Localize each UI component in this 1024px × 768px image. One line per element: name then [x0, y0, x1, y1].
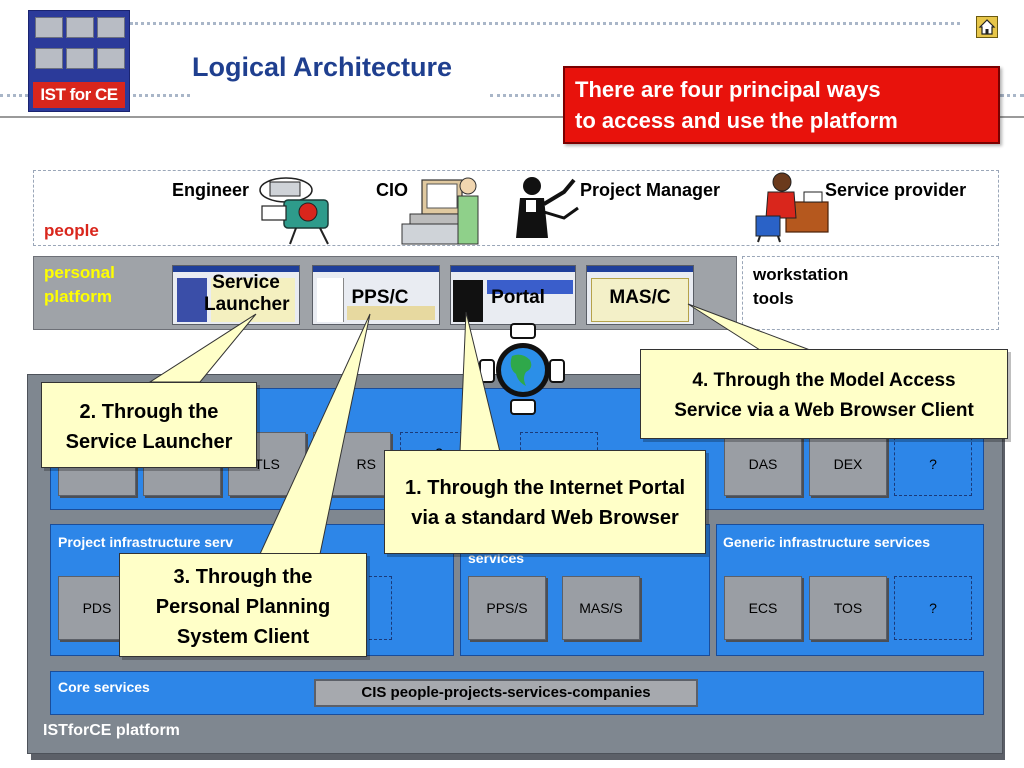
header-dotted-rule-mid: [490, 94, 560, 97]
pps-client-label: PPS/C: [351, 287, 409, 308]
pointer-callout-2: [148, 313, 257, 383]
service-pps-s[interactable]: PPS/S: [468, 576, 546, 640]
service-mas-s[interactable]: MAS/S: [562, 576, 640, 640]
service-provider-illustration: [755, 172, 829, 243]
header-dotted-rule-top: [130, 22, 960, 25]
callout-2-service-launcher: 2. Through the Service Launcher: [41, 382, 257, 468]
callout-2-line-2: Service Launcher: [65, 431, 233, 453]
callout-3-line-3: System Client: [176, 626, 310, 648]
home-icon[interactable]: [976, 16, 998, 38]
pointer-callout-4: [687, 303, 811, 351]
pointer-callout-1: [459, 311, 501, 453]
headline-line-2: to access and use the platform: [575, 108, 898, 133]
workstation-tools-label-line-1: workstation: [753, 265, 849, 284]
role-cio: CIO: [376, 180, 409, 200]
callout-3-personal-planning: 3. Through the Personal Planning System …: [119, 553, 367, 657]
platform-label: ISTforCE platform: [43, 722, 180, 739]
role-engineer: Engineer: [172, 180, 250, 200]
workstation-tools-box: [742, 256, 999, 330]
workstation-tools-label-line-2: tools: [753, 289, 794, 308]
callout-4-line-2: Service via a Web Browser Client: [674, 400, 974, 421]
callout-3-line-2: Personal Planning: [155, 596, 331, 618]
header-dotted-rule-right: [1000, 94, 1024, 97]
people-label: people: [44, 221, 99, 240]
core-services-label: Core services: [58, 679, 150, 695]
header-divider: [0, 116, 1024, 118]
callout-1-internet-portal: 1. Through the Internet Portal via a sta…: [384, 450, 706, 554]
role-service-provider: Service provider: [825, 180, 967, 200]
home-glyph: [978, 19, 996, 35]
workstation-tools-label: workstation tools: [753, 263, 848, 311]
cis-service-bar[interactable]: CIS people-projects-services-companies: [314, 679, 698, 707]
middle-services-label: services: [468, 550, 525, 566]
mas-client-screenshot[interactable]: [586, 265, 694, 325]
callout-3-line-1: 3. Through the: [173, 566, 313, 588]
callout-4-model-access: 4. Through the Model Access Service via …: [640, 349, 1008, 439]
pointer-callout-3: [259, 313, 371, 555]
istforce-logo: IST for CE: [28, 10, 130, 112]
people-band: [33, 170, 999, 246]
page-title: Logical Architecture: [192, 52, 453, 82]
portal-screenshot[interactable]: [450, 265, 576, 325]
service-launcher-screenshot[interactable]: [172, 265, 300, 325]
service-placeholder-generic: ?: [894, 576, 972, 640]
logo-text: IST for CE: [33, 82, 125, 108]
service-placeholder-top-3: ?: [894, 432, 972, 496]
service-launcher-label: Service Launcher: [204, 272, 290, 316]
service-tos[interactable]: TOS: [809, 576, 887, 640]
personal-platform-label: personal platform: [44, 261, 115, 309]
engineer-illustration: [259, 177, 329, 245]
headline-callout: There are four principal ways to access …: [563, 66, 1000, 144]
headline-line-1: There are four principal ways: [575, 77, 881, 102]
service-ecs[interactable]: ECS: [724, 576, 802, 640]
callout-2-line-1: 2. Through the: [79, 401, 219, 423]
project-manager-illustration: [516, 177, 579, 238]
role-project-manager: Project Manager: [580, 180, 721, 200]
personal-platform-label-line-2: platform: [44, 287, 112, 306]
service-dex[interactable]: DEX: [809, 432, 887, 496]
globe-network-icon: [479, 323, 565, 415]
callout-1-line-2: via a standard Web Browser: [411, 507, 679, 529]
portal-label: Portal: [491, 287, 545, 308]
project-infrastructure-label: Project infrastructure serv: [58, 534, 234, 550]
callout-4-line-1: 4. Through the Model Access: [692, 370, 956, 391]
personal-platform-label-line-1: personal: [44, 263, 115, 282]
callout-1-line-1: 1. Through the Internet Portal: [404, 477, 685, 499]
service-launcher-label-line-2: Launcher: [204, 294, 290, 315]
generic-infrastructure-label: Generic infrastructure services: [723, 534, 930, 550]
service-launcher-label-line-1: Service: [212, 272, 280, 293]
cio-illustration: [401, 177, 479, 245]
mas-client-label: MAS/C: [609, 287, 671, 308]
